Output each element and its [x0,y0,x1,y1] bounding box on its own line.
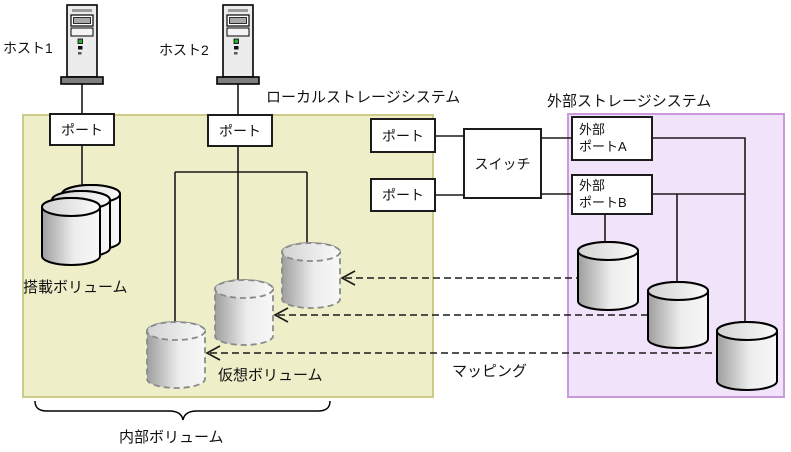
external-port-a-line1: 外部 [579,121,606,137]
internal-volume-label: 内部ボリューム [119,429,224,446]
local-external-port-box-2: ポート [370,178,436,212]
mapping-arrowhead-icon [205,345,221,361]
local-external-port-box-1: ポート [370,118,436,153]
host2-label: ホスト2 [159,42,209,58]
external-port-a-box: 外部 ポートA [571,116,653,161]
port-label: ポート [219,122,261,139]
cylinder-front [41,197,101,266]
virtual-cylinder-2 [214,279,274,346]
host1-port-box: ポート [49,113,115,146]
switch-label: スイッチ [474,155,531,172]
local-system-title: ローカルストレージシステム [266,89,461,106]
mounted-volume-cylinders-icon [41,184,121,266]
switch-box: スイッチ [463,128,542,199]
connection-lines [81,84,746,327]
host2-server-icon [216,4,260,85]
port-label: ポート [382,187,424,203]
external-cylinder-2 [647,281,709,349]
mapping-arrows [205,270,717,361]
host2-port-box: ポート [207,114,273,147]
virtual-volume-label: 仮想ボリューム [218,367,323,384]
host1-server-icon [60,4,104,85]
virtual-cylinder-1 [146,321,206,389]
mapping-arrowhead-icon [340,270,356,286]
mounted-volume-label: 搭載ボリューム [23,279,128,296]
virtual-volume-cylinders-icon [146,242,341,389]
external-port-a-line2: ポートA [579,138,627,154]
external-port-b-line1: 外部 [579,177,606,193]
internal-volume-brace-icon [34,400,331,421]
virtual-cylinder-3 [281,242,341,309]
host1-label: ホスト1 [3,40,53,56]
external-cylinder-1 [577,241,639,311]
external-system-title: 外部ストレージシステム [547,93,712,110]
external-port-b-box: 外部 ポートB [571,174,653,215]
port-label: ポート [61,121,103,138]
port-label: ポート [382,127,424,144]
extport-a-to-cylinder3-line [653,137,746,327]
external-cylinder-3 [716,321,778,391]
mapping-arrowhead-icon [273,307,289,323]
external-port-b-line2: ポートB [579,194,627,210]
mapping-label: マッピング [452,363,528,380]
external-volume-cylinders-icon [577,241,778,391]
